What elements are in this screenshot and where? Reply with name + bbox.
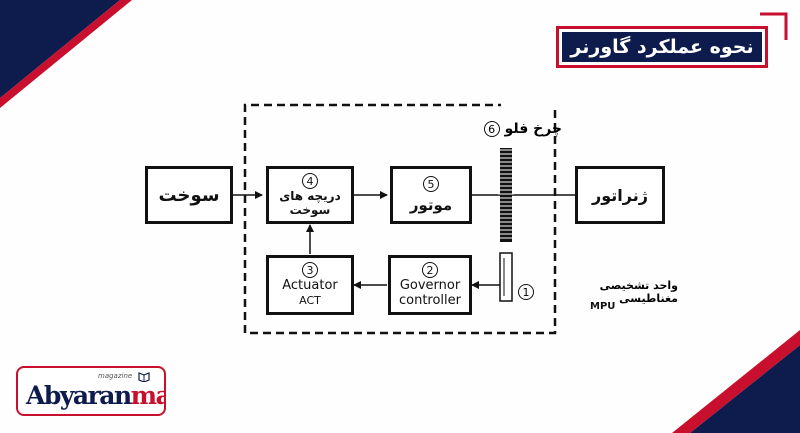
block-fuel-valve-line2: سوخت <box>289 203 331 217</box>
block-actuator-line1: Actuator <box>282 278 338 293</box>
block-engine: 5 موتور <box>390 166 472 224</box>
block-governor-number: 2 <box>422 262 438 278</box>
abyaranmag-logo[interactable]: magazine Abyaranmag <box>16 366 166 416</box>
block-fuel-valve-line1: دریچه های <box>279 189 341 203</box>
page-title: نحوه عملکرد گاورنر <box>562 32 762 62</box>
block-engine-label: موتور <box>409 196 453 214</box>
title-card: نحوه عملکرد گاورنر <box>556 26 768 68</box>
block-governor-line2: controller <box>398 293 462 308</box>
book-icon <box>138 372 150 382</box>
block-fuel-valve-number: 4 <box>302 173 318 189</box>
flywheel-caption: چرخ فلو 6 <box>462 121 562 137</box>
block-actuator-line2: ACT <box>299 294 321 307</box>
mpu-abbr: MPU <box>590 301 616 312</box>
block-generator-label: ژنراتور <box>592 185 648 205</box>
block-actuator: 3 Actuator ACT <box>266 255 354 315</box>
mpu-sensor <box>499 252 513 302</box>
block-engine-number: 5 <box>423 176 439 192</box>
block-fuel-label: سوخت <box>158 184 220 206</box>
mpu-caption: واحد تشخیصی مغناطیسی 1 <box>518 279 678 305</box>
flywheel-label: چرخ فلو <box>504 121 562 137</box>
dashed-enclosure <box>243 103 557 335</box>
block-governor: 2 Governor controller <box>388 255 472 315</box>
flywheel-teeth <box>498 149 514 239</box>
block-governor-line1: Governor <box>399 278 461 293</box>
top-left-red-stripe <box>0 0 132 108</box>
flywheel-number: 6 <box>483 121 500 137</box>
block-fuel: سوخت <box>145 166 233 224</box>
mpu-label: واحد تشخیصی مغناطیسی <box>599 279 678 305</box>
bottom-right-red-stripe <box>672 330 800 433</box>
logo-small-text: magazine <box>98 372 133 380</box>
logo-main-2: mag <box>130 381 164 410</box>
mpu-number: 1 <box>518 284 534 300</box>
logo-main-1: Abyaran <box>26 381 132 410</box>
block-generator: ژنراتور <box>575 166 665 224</box>
logo-wordmark: Abyaranmag <box>26 381 164 410</box>
block-fuel-valve: 4 دریچه های سوخت <box>266 166 354 224</box>
block-actuator-number: 3 <box>302 262 318 278</box>
title-corner-bracket <box>760 12 788 40</box>
